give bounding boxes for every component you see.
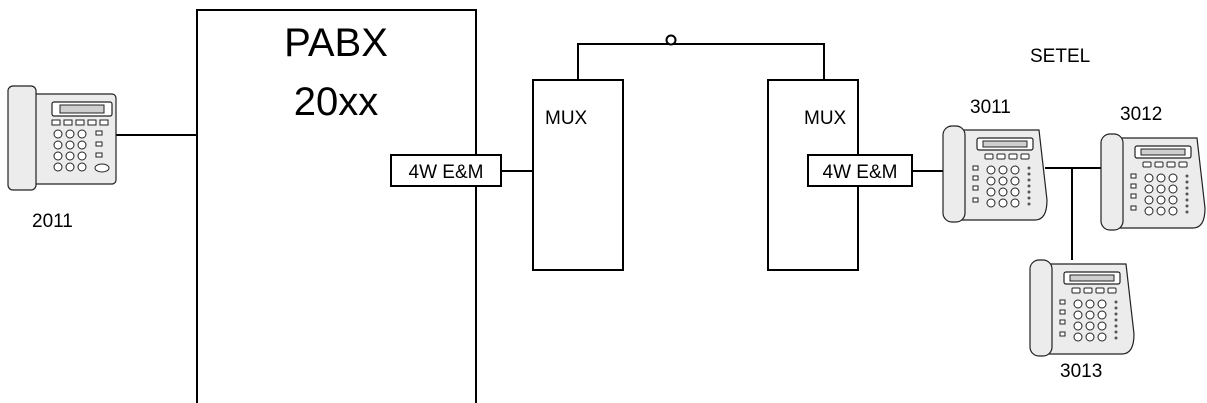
- mux-right-interface-box: [807, 154, 913, 187]
- pabx-interface-label: 4W E&M: [409, 162, 484, 183]
- pabx-box: [196, 9, 477, 403]
- phone-3012-icon: [1100, 133, 1206, 231]
- phone-2011-icon: [7, 85, 117, 191]
- phone-3011-icon: [942, 125, 1048, 223]
- mux-right-interface-label: 4W E&M: [823, 162, 898, 183]
- link-mux-mux: [577, 43, 825, 80]
- mux-left-label: MUX: [545, 108, 588, 129]
- setel-label: SETEL: [1030, 46, 1090, 67]
- pabx-title: PABX: [284, 21, 388, 65]
- phone-3012-label: 3012: [1120, 104, 1162, 125]
- phone-3013-label: 3013: [1060, 361, 1102, 382]
- pabx-model: 20xx: [294, 80, 379, 124]
- mux-left: [532, 79, 624, 271]
- mux-right-label: MUX: [804, 108, 847, 129]
- phone-3013-icon: [1029, 259, 1135, 357]
- pabx-interface-box: [390, 154, 502, 187]
- phone-2011-label: 2011: [32, 211, 73, 232]
- phone-3011-label: 3011: [970, 97, 1011, 118]
- transmission-node-icon: [665, 34, 677, 46]
